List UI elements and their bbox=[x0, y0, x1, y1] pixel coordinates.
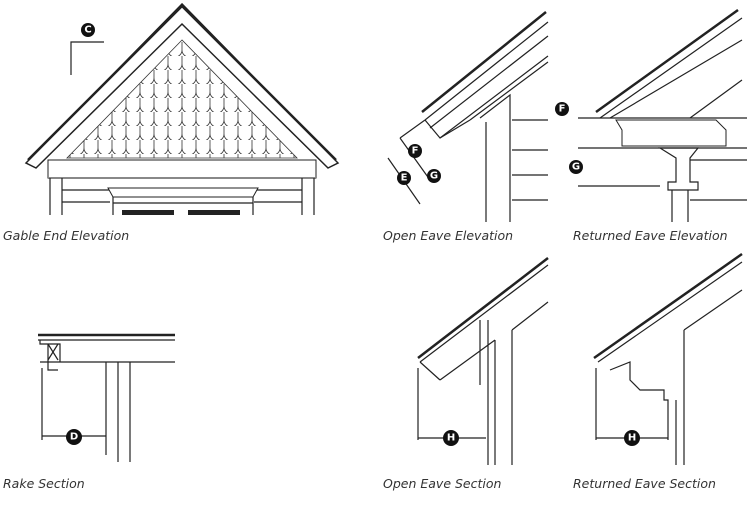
marker-h-returned: H bbox=[624, 430, 640, 446]
gable-end-elevation-drawing: C bbox=[24, 2, 340, 215]
caption-open-eave-section: Open Eave Section bbox=[383, 476, 502, 491]
svg-text:G: G bbox=[572, 162, 580, 173]
open-eave-section-drawing: H bbox=[417, 257, 549, 465]
caption-returned-eave-section: Returned Eave Section bbox=[573, 476, 716, 491]
marker-c: C bbox=[81, 23, 95, 37]
rake-section-drawing: D bbox=[38, 333, 175, 462]
marker-f-open: F bbox=[408, 144, 422, 158]
svg-text:H: H bbox=[628, 433, 636, 444]
caption-rake-section: Rake Section bbox=[3, 476, 85, 491]
svg-text:F: F bbox=[559, 104, 566, 115]
svg-text:G: G bbox=[430, 171, 438, 182]
returned-eave-section-drawing: H bbox=[593, 252, 743, 465]
marker-h-open: H bbox=[443, 430, 459, 446]
open-eave-elevation-drawing: F G E bbox=[387, 11, 549, 222]
marker-g-returned: G bbox=[569, 160, 583, 174]
svg-text:F: F bbox=[412, 146, 419, 157]
returned-eave-elevation-drawing: F G bbox=[555, 8, 747, 222]
marker-d: D bbox=[66, 429, 82, 445]
svg-text:D: D bbox=[70, 432, 78, 443]
marker-f-returned: F bbox=[555, 102, 569, 116]
svg-text:H: H bbox=[447, 433, 455, 444]
marker-g-open: G bbox=[427, 169, 441, 183]
caption-returned-eave-elevation: Returned Eave Elevation bbox=[573, 228, 728, 243]
caption-gable-end-elevation: Gable End Elevation bbox=[3, 228, 130, 243]
marker-e-open: E bbox=[397, 171, 411, 185]
svg-text:E: E bbox=[401, 173, 408, 184]
caption-open-eave-elevation: Open Eave Elevation bbox=[383, 228, 514, 243]
svg-text:C: C bbox=[84, 25, 91, 36]
